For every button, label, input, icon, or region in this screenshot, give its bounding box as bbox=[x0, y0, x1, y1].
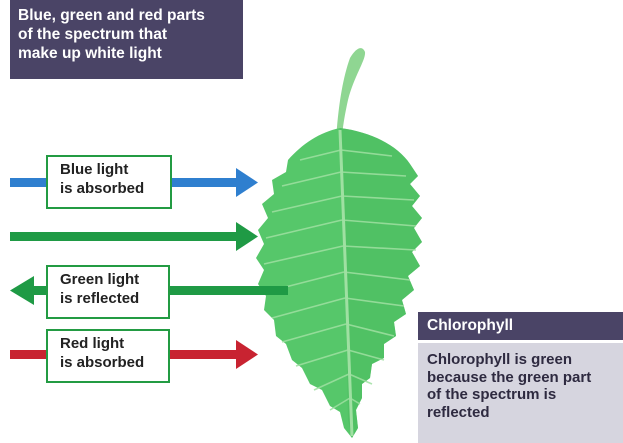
red-light-label: Red light is absorbed bbox=[46, 329, 170, 383]
chlorophyll-line-4: reflected bbox=[427, 404, 623, 422]
chlorophyll-line-3: of the spectrum is bbox=[427, 386, 623, 404]
chlorophyll-heading: Chlorophyll bbox=[418, 312, 623, 340]
title-line-1: Blue, green and red parts bbox=[18, 6, 235, 25]
leaf-stem bbox=[336, 48, 365, 140]
green-label-line-1: Green light bbox=[60, 270, 168, 289]
red-label-line-1: Red light bbox=[60, 334, 168, 353]
chlorophyll-description: Chlorophyll is green because the green p… bbox=[418, 343, 623, 443]
red-label-line-2: is absorbed bbox=[60, 353, 168, 372]
green-light-incoming-arrow bbox=[10, 222, 258, 251]
green-light-label: Green light is reflected bbox=[46, 265, 170, 319]
chlorophyll-line-2: because the green part bbox=[427, 369, 623, 387]
green-label-line-2: is reflected bbox=[60, 289, 168, 308]
chlorophyll-line-1: Chlorophyll is green bbox=[427, 351, 623, 369]
blue-label-line-1: Blue light bbox=[60, 160, 170, 179]
title-line-2: of the spectrum that bbox=[18, 25, 235, 44]
diagram-title-box: Blue, green and red parts of the spectru… bbox=[10, 0, 243, 79]
blue-light-label: Blue light is absorbed bbox=[46, 155, 172, 209]
blue-label-line-2: is absorbed bbox=[60, 179, 170, 198]
title-line-3: make up white light bbox=[18, 44, 235, 63]
